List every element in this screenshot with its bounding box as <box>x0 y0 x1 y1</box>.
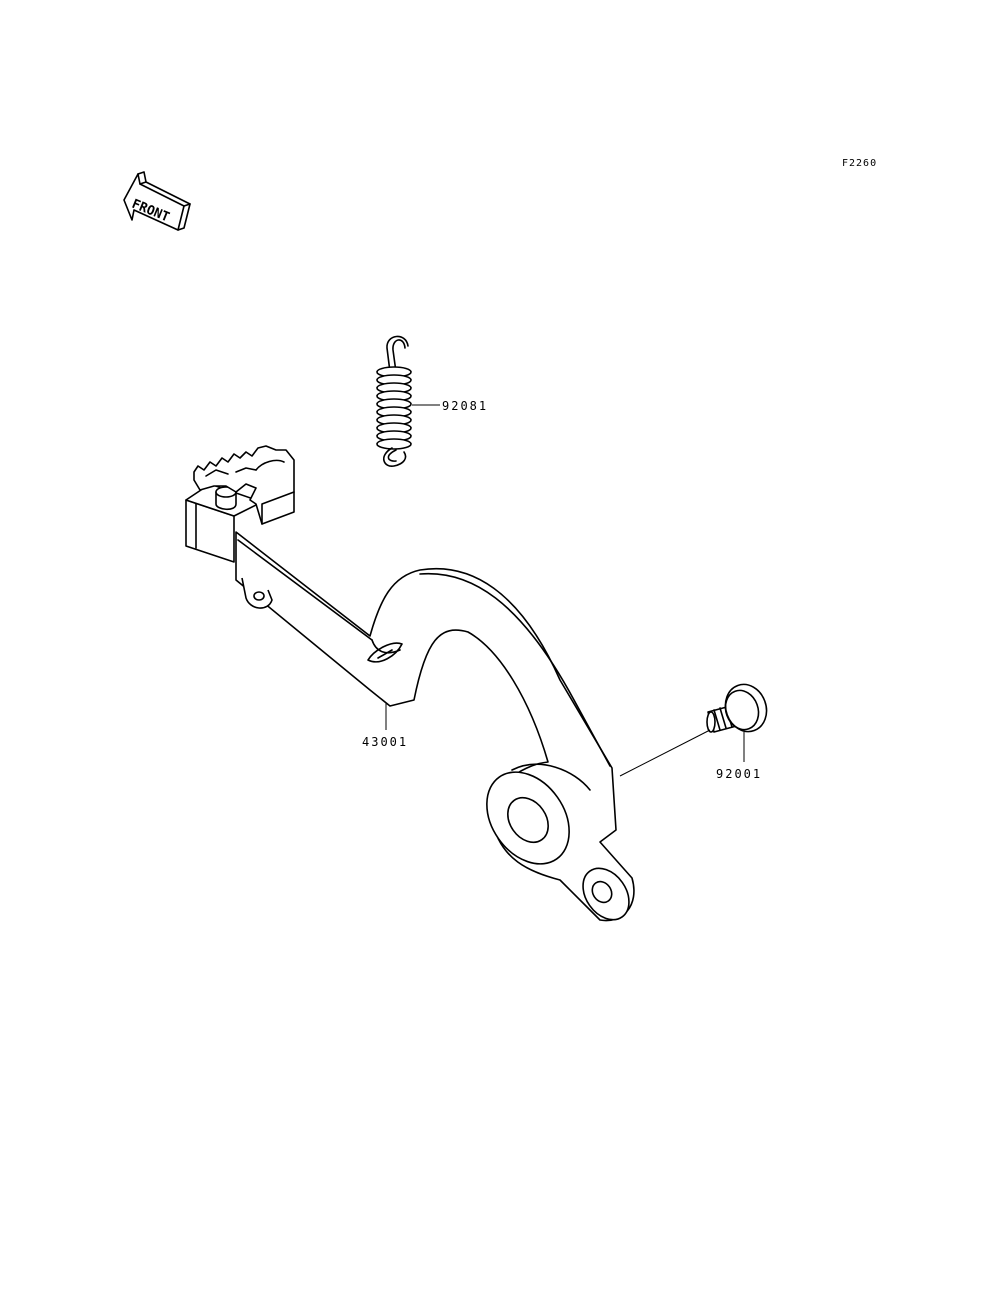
figure-code: F2260 <box>842 158 877 169</box>
part-label-92081: 92081 <box>442 399 488 413</box>
bolt-92001 <box>706 683 768 733</box>
spring-92081 <box>376 335 412 467</box>
leader-92001-install <box>619 729 711 777</box>
front-direction-arrow-icon: FRONT <box>123 171 191 231</box>
part-label-43001: 43001 <box>362 735 408 749</box>
brake-pedal-43001 <box>185 445 635 922</box>
part-label-92001: 92001 <box>716 767 762 781</box>
